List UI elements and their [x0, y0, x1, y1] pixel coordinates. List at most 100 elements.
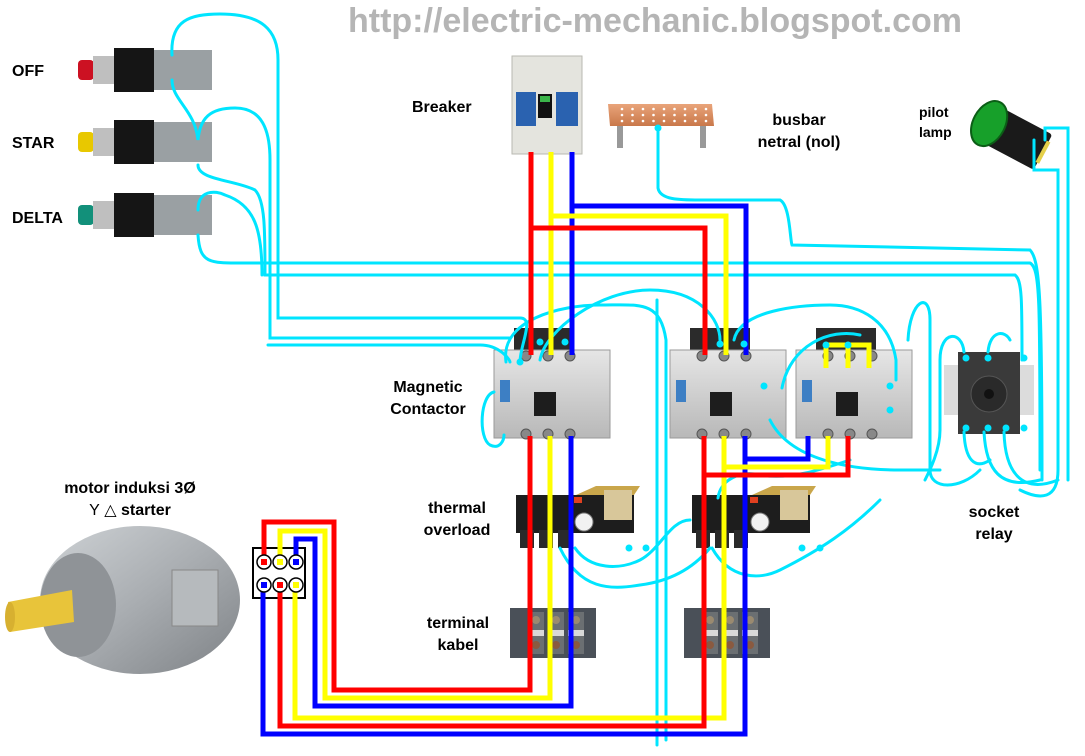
relay-socket-key — [984, 389, 994, 399]
label-terminal-line2: kabel — [437, 637, 479, 654]
contact-block — [154, 122, 212, 162]
wire-phase-t — [572, 203, 749, 355]
wire-terminal-dot — [984, 424, 992, 432]
motor-terminal-bottom-mark — [261, 582, 267, 588]
wire-terminal-dot — [886, 382, 894, 390]
busbar-hole — [683, 107, 687, 111]
label-busbar-line1: busbar — [772, 112, 826, 129]
pushbutton-star[interactable] — [78, 120, 212, 164]
busbar-hole — [620, 107, 624, 111]
wire-terminal-dot — [536, 338, 544, 346]
control-wire — [573, 518, 692, 568]
busbar-foot — [700, 126, 706, 148]
breaker-label-right — [556, 92, 578, 126]
button-collar — [93, 128, 115, 156]
control-wire — [986, 332, 1012, 354]
control-wire — [710, 498, 882, 578]
delta-button-cap[interactable] — [78, 205, 94, 225]
busbar-hole — [620, 119, 624, 123]
terminal-screw — [532, 616, 540, 624]
pushbutton-off[interactable] — [78, 48, 212, 92]
control-wire — [982, 430, 1042, 485]
label-thermal-line2: overload — [423, 522, 491, 539]
label-terminal-line1: terminal — [426, 615, 490, 632]
contactor-armature — [710, 392, 732, 416]
thermal-overload-2 — [692, 486, 816, 548]
pushbutton-delta[interactable] — [78, 193, 212, 237]
busbar-hole — [652, 107, 655, 111]
label-starter: starter — [121, 502, 171, 519]
busbar-hole — [631, 119, 634, 123]
label-off: OFF — [12, 63, 44, 80]
button-collar — [93, 56, 115, 84]
terminal-strip — [548, 630, 564, 636]
control-wire — [504, 303, 668, 742]
lamp-terminal — [1035, 140, 1051, 164]
thermal-label — [604, 490, 632, 520]
breaker-on-indicator — [540, 96, 550, 102]
control-wire — [780, 332, 862, 390]
control-wire — [480, 390, 506, 448]
busbar-hole — [673, 113, 676, 117]
wire-phase-s — [551, 213, 729, 355]
busbar-hole — [662, 113, 666, 117]
busbar-hole — [704, 113, 708, 117]
thermal-dial — [574, 512, 594, 532]
label-contactor: Magnetic Contactor — [378, 377, 478, 421]
wire-terminal-dot — [822, 341, 830, 349]
breaker-label-left — [516, 92, 536, 126]
wire-terminal-dot — [516, 358, 524, 366]
motor-terminal-top-mark — [277, 559, 283, 565]
control-wire — [1043, 126, 1070, 482]
terminal-strip — [702, 630, 718, 636]
socket-relay — [944, 352, 1034, 434]
label-delta-symbol: △ — [104, 502, 117, 519]
wire-phase-t — [260, 586, 748, 737]
contactor-label — [500, 380, 510, 402]
thermal-label — [780, 490, 808, 520]
star-button-cap[interactable] — [78, 132, 94, 152]
control-wire — [962, 430, 992, 466]
control-wire — [538, 288, 722, 362]
busbar-hole — [694, 113, 697, 117]
label-socket-relay: socket relay — [954, 502, 1034, 546]
terminal-screw — [726, 641, 734, 649]
control-wire — [196, 233, 1042, 472]
label-pilot-line2: lamp — [919, 124, 952, 140]
wire-terminal-dot — [654, 124, 662, 132]
label-thermal: thermal overload — [412, 498, 502, 542]
busbar-hole — [620, 113, 624, 117]
busbar-hole — [673, 119, 676, 123]
wire-terminal-dot — [760, 382, 768, 390]
thermal-overload-1 — [516, 486, 640, 548]
busbar-hole — [704, 107, 708, 111]
busbar-hole — [662, 119, 666, 123]
control-wire — [170, 78, 512, 340]
terminal-strip — [742, 630, 758, 636]
wire-terminal-dot — [886, 406, 894, 414]
busbar-hole — [641, 119, 645, 123]
control-wire — [656, 126, 1044, 482]
busbar-foot — [617, 126, 623, 148]
terminal-strip — [528, 630, 544, 636]
busbar-hole — [631, 113, 634, 117]
control-wire — [1002, 430, 1060, 486]
pilot-lamp — [970, 100, 1052, 169]
off-button-cap[interactable] — [78, 60, 94, 80]
wire-terminal-dot — [962, 424, 970, 432]
button-collar — [93, 201, 115, 229]
contactor-armature — [836, 392, 858, 416]
label-pilot-line1: pilot — [919, 104, 949, 120]
button-body — [114, 48, 154, 92]
control-wire — [558, 546, 712, 589]
label-relay-line1: socket — [968, 504, 1020, 521]
control-wire — [196, 163, 1024, 362]
label-motor-line2: Y △ starter — [30, 500, 230, 522]
terminal-screw — [746, 616, 754, 624]
terminal-screw — [746, 641, 754, 649]
contact-block — [154, 195, 212, 235]
contactor-label — [802, 380, 812, 402]
wire-terminal-dot — [642, 544, 650, 552]
busbar-hole — [683, 119, 687, 123]
